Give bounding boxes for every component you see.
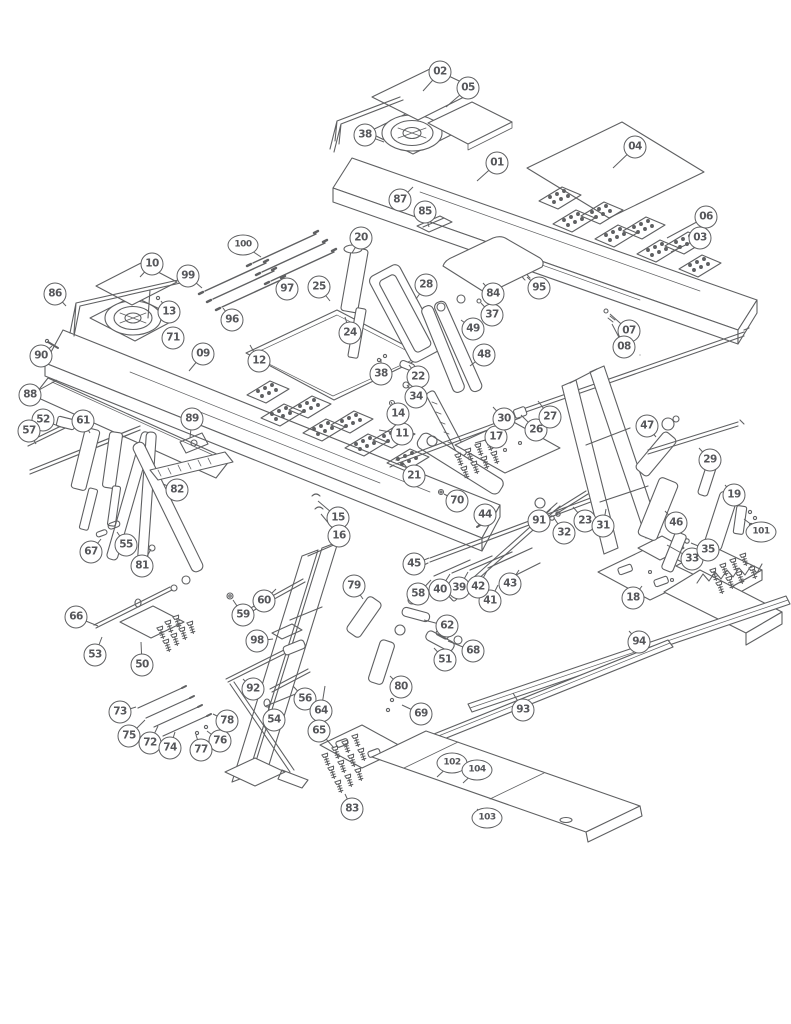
part-balloon-87: 87 <box>388 188 412 212</box>
part-balloon-18: 18 <box>621 586 645 610</box>
part-balloon-94: 94 <box>627 630 651 654</box>
part-balloon-31: 31 <box>591 514 615 538</box>
part-balloon-05: 05 <box>456 76 480 100</box>
part-balloon-23: 23 <box>573 509 597 533</box>
part-balloon-01: 01 <box>485 151 509 175</box>
part-balloon-86: 86 <box>43 282 67 306</box>
part-balloon-49: 49 <box>461 317 485 341</box>
part-balloon-22: 22 <box>406 365 430 389</box>
part-balloon-79: 79 <box>342 574 366 598</box>
part-balloon-29: 29 <box>698 448 722 472</box>
part-balloon-68: 68 <box>461 639 485 663</box>
part-balloon-64: 64 <box>309 699 333 723</box>
part-balloon-70: 70 <box>445 489 469 513</box>
part-balloon-20: 20 <box>349 226 373 250</box>
part-balloon-32: 32 <box>552 521 576 545</box>
part-balloon-77: 77 <box>189 738 213 762</box>
part-balloon-21: 21 <box>402 464 426 488</box>
part-balloon-55: 55 <box>114 533 138 557</box>
part-balloon-12: 12 <box>247 349 271 373</box>
part-balloon-71: 71 <box>161 326 185 350</box>
part-balloon-97: 97 <box>275 277 299 301</box>
part-balloon-81: 81 <box>130 554 154 578</box>
part-balloon-02: 02 <box>428 60 452 84</box>
part-balloon-61: 61 <box>71 409 95 433</box>
part-balloon-95: 95 <box>527 276 551 300</box>
part-balloon-101: 101 <box>745 521 777 543</box>
part-balloon-69: 69 <box>409 702 433 726</box>
part-balloon-78: 78 <box>215 709 239 733</box>
part-balloon-54: 54 <box>262 708 286 732</box>
part-balloon-103: 103 <box>471 807 503 829</box>
part-balloon-75: 75 <box>117 724 141 748</box>
part-balloon-57: 57 <box>17 419 41 443</box>
part-balloon-74: 74 <box>158 736 182 760</box>
part-balloon-83: 83 <box>340 797 364 821</box>
part-balloon-60: 60 <box>252 589 276 613</box>
part-balloon-14: 14 <box>386 402 410 426</box>
hydraulic-hoses <box>197 229 338 312</box>
part-balloon-93: 93 <box>511 698 535 722</box>
part-balloon-42: 42 <box>466 575 490 599</box>
part-balloon-67: 67 <box>79 540 103 564</box>
part-balloon-66: 66 <box>64 605 88 629</box>
part-balloon-73: 73 <box>108 700 132 724</box>
part-balloon-53: 53 <box>83 643 107 667</box>
part-balloon-48: 48 <box>472 343 496 367</box>
part-balloon-65: 65 <box>307 719 331 743</box>
part-balloon-35: 35 <box>696 538 720 562</box>
part-balloon-82: 82 <box>165 478 189 502</box>
part-balloon-11: 11 <box>390 422 414 446</box>
part-balloon-27: 27 <box>538 405 562 429</box>
part-balloon-34: 34 <box>404 385 428 409</box>
part-balloon-46: 46 <box>664 511 688 535</box>
cylinder-slider-group <box>340 244 442 407</box>
part-balloon-37: 37 <box>480 303 504 327</box>
part-balloon-90: 90 <box>29 344 53 368</box>
part-balloon-84: 84 <box>481 282 505 306</box>
part-balloon-03: 03 <box>688 226 712 250</box>
part-balloon-59: 59 <box>231 603 255 627</box>
part-balloon-30: 30 <box>492 407 516 431</box>
part-balloon-38: 38 <box>353 123 377 147</box>
part-balloon-24: 24 <box>338 321 362 345</box>
part-balloon-40: 40 <box>428 578 452 602</box>
part-balloon-99: 99 <box>176 264 200 288</box>
part-balloon-51: 51 <box>433 648 457 672</box>
arm-ratchet-group <box>416 236 561 509</box>
part-balloon-19: 19 <box>722 483 746 507</box>
part-balloon-88: 88 <box>18 383 42 407</box>
right-column-group <box>467 365 791 713</box>
part-balloon-80: 80 <box>389 675 413 699</box>
left-scissor-group <box>27 411 234 585</box>
part-balloon-91: 91 <box>527 509 551 533</box>
part-balloon-58: 58 <box>406 582 430 606</box>
part-balloon-89: 89 <box>180 407 204 431</box>
part-balloon-96: 96 <box>220 308 244 332</box>
part-balloon-04: 04 <box>623 135 647 159</box>
part-balloon-100: 100 <box>227 234 259 256</box>
part-balloon-104: 104 <box>461 759 493 781</box>
part-balloon-44: 44 <box>473 503 497 527</box>
part-balloon-10: 10 <box>140 252 164 276</box>
part-balloon-43: 43 <box>498 572 522 596</box>
part-balloon-47: 47 <box>635 414 659 438</box>
part-balloon-62: 62 <box>435 614 459 638</box>
part-balloon-25: 25 <box>307 275 331 299</box>
part-balloon-08: 08 <box>612 335 636 359</box>
part-balloon-98: 98 <box>245 629 269 653</box>
part-balloon-06: 06 <box>694 205 718 229</box>
part-balloon-92: 92 <box>241 677 265 701</box>
part-balloon-28: 28 <box>414 273 438 297</box>
part-balloon-85: 85 <box>413 200 437 224</box>
part-balloon-16: 16 <box>327 524 351 548</box>
part-balloon-72: 72 <box>138 731 162 755</box>
part-balloon-50: 50 <box>130 653 154 677</box>
part-balloon-13: 13 <box>157 300 181 324</box>
part-balloon-45: 45 <box>402 552 426 576</box>
part-balloon-09: 09 <box>191 342 215 366</box>
part-balloon-38: 38 <box>369 362 393 386</box>
